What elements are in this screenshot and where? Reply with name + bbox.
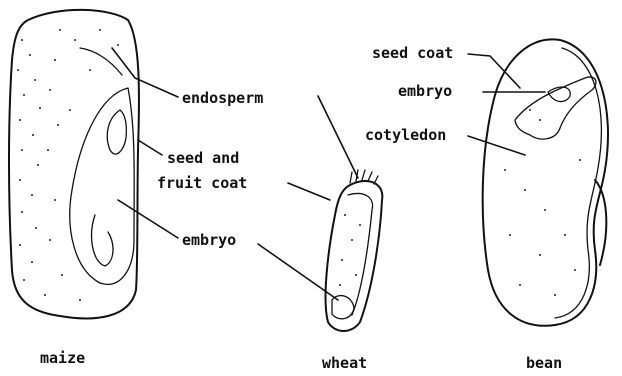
label-endosperm: endosperm bbox=[182, 89, 263, 107]
caption-maize: maize bbox=[40, 349, 85, 367]
wheat-stipple bbox=[339, 214, 361, 286]
leader-fruit-coat-wheat bbox=[288, 183, 330, 200]
label-cotyledon: cotyledon bbox=[365, 126, 446, 144]
maize-outline bbox=[9, 10, 139, 319]
wheat-inner bbox=[348, 193, 373, 315]
bean-coat-inner bbox=[555, 48, 601, 318]
wheat-grain bbox=[326, 170, 383, 331]
leader-embryo-maize bbox=[118, 200, 178, 238]
label-fruit-coat: fruit coat bbox=[157, 174, 247, 192]
maize-stipple bbox=[17, 29, 119, 301]
leader-cotyledon bbox=[468, 136, 525, 155]
maize-embryo-inner bbox=[107, 110, 126, 154]
maize-radicle bbox=[92, 215, 113, 266]
leader-seed-fruit-coat bbox=[138, 140, 162, 155]
maize-seed bbox=[9, 10, 139, 319]
caption-wheat: wheat bbox=[322, 354, 367, 372]
label-seed-and: seed and bbox=[167, 149, 239, 167]
bean-outline bbox=[483, 39, 608, 325]
bean-stipple bbox=[504, 109, 581, 296]
label-embryo-maize: embryo bbox=[182, 231, 236, 249]
leader-endosperm-wheat bbox=[318, 96, 358, 178]
bean-seed bbox=[483, 39, 608, 325]
label-embryo-bean: embryo bbox=[398, 82, 452, 100]
caption-bean: bean bbox=[526, 354, 562, 372]
bean-embryo bbox=[515, 77, 596, 139]
label-seed-coat: seed coat bbox=[372, 44, 453, 62]
